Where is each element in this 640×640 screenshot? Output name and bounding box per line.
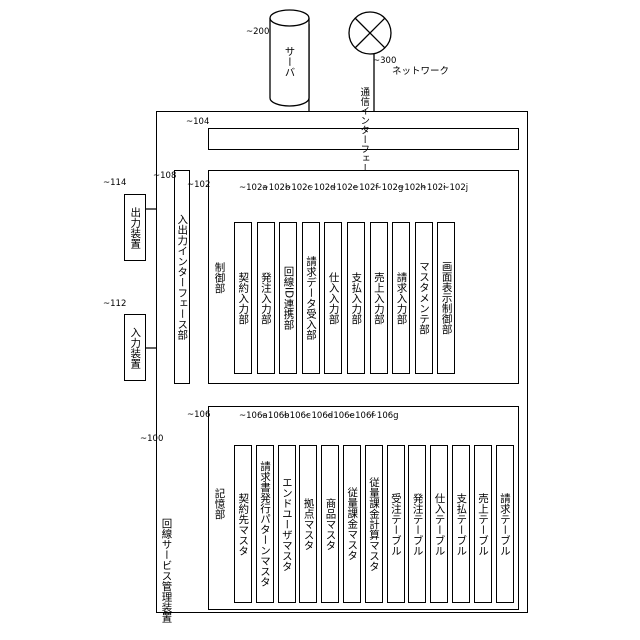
control-unit-box: 請求データ受入部 (302, 222, 320, 374)
output-device-box: 出力装置 (124, 194, 146, 261)
storage-unit-label: 発注テーブル (412, 493, 423, 556)
control-unit-box: 契約入力部 (234, 222, 252, 374)
input-device-label: 入力装置 (130, 327, 141, 369)
storage-unit-box: 支払テーブル (452, 445, 470, 603)
control-unit-label: マスタメンテ部 (419, 261, 430, 335)
communication-interface-box: 通信インターフェース部 (208, 128, 519, 150)
storage-unit-box: 商品マスタ (321, 445, 339, 603)
control-unit-label: 仕入入力部 (328, 272, 339, 325)
storage-unit-label: 商品マスタ (325, 498, 336, 551)
output-device-ref: ~114 (103, 179, 126, 188)
storage-unit-box: 請求テーブル (496, 445, 514, 603)
control-unit-box: 画面表示制御部 (437, 222, 455, 374)
input-device-box: 入力装置 (124, 314, 146, 381)
storage-unit-box: 売上テーブル (474, 445, 492, 603)
input-device-ref: ~112 (103, 300, 126, 309)
storage-unit-box: 契約先マスタ (234, 445, 252, 603)
storage-unit-box: 受注テーブル (387, 445, 405, 603)
storage-section-label: 記憶部 (214, 488, 225, 520)
control-unit-label: 支払入力部 (351, 272, 362, 325)
storage-unit-box: エンドユーザマスタ (278, 445, 296, 603)
io-interface-label: 入出力インターフェース部 (177, 214, 188, 340)
storage-unit-label: 支払テーブル (456, 493, 467, 556)
storage-unit-label: 受注テーブル (390, 493, 401, 556)
control-unit-label: 請求入力部 (396, 272, 407, 325)
storage-unit-label: 請求書発行パターンマスタ (260, 461, 271, 587)
control-unit-box: 支払入力部 (347, 222, 365, 374)
storage-unit-label: 契約先マスタ (238, 493, 249, 556)
storage-unit-label: 従量課金計算マスタ (369, 477, 380, 572)
output-device-label: 出力装置 (130, 207, 141, 249)
network-label: ネットワーク (392, 67, 449, 77)
control-unit-label: 契約入力部 (238, 272, 249, 325)
network-ref: ~300 (373, 57, 396, 66)
storage-unit-box: 従量課金マスタ (343, 445, 361, 603)
control-section-ref: ~102 (187, 181, 210, 190)
control-unit-box: 仕入入力部 (324, 222, 342, 374)
storage-unit-label: 従量課金マスタ (347, 487, 358, 561)
control-unit-box: マスタメンテ部 (415, 222, 433, 374)
storage-section-ref: ~106 (187, 411, 210, 420)
control-unit-label: 発注入力部 (260, 272, 271, 325)
storage-unit-box: 仕入テーブル (430, 445, 448, 603)
control-unit-box: 請求入力部 (392, 222, 410, 374)
storage-unit-box: 従量課金計算マスタ (365, 445, 383, 603)
management-device-label: 回線サービス管理装置 (161, 518, 172, 623)
storage-unit-label: 仕入テーブル (434, 493, 445, 556)
io-interface-ref: ~108 (153, 172, 176, 181)
control-section-label: 制御部 (214, 262, 225, 294)
storage-unit-ref: ~106g (370, 412, 399, 421)
communication-interface-ref: ~104 (186, 118, 209, 127)
control-unit-label: 画面表示制御部 (441, 261, 452, 335)
storage-unit-label: 拠点マスタ (303, 498, 314, 551)
control-unit-box: 売上入力部 (370, 222, 388, 374)
control-unit-label: 請求データ受入部 (306, 256, 317, 340)
control-unit-box: 発注入力部 (257, 222, 275, 374)
control-unit-ref: ~102j (442, 184, 468, 193)
storage-unit-label: 請求テーブル (499, 493, 510, 556)
storage-unit-label: エンドユーザマスタ (281, 477, 292, 572)
storage-unit-label: 売上テーブル (478, 493, 489, 556)
control-unit-label: 回線ID連携部 (283, 266, 294, 330)
storage-unit-box: 発注テーブル (408, 445, 426, 603)
control-unit-label: 売上入力部 (373, 272, 384, 325)
management-device-ref: ~100 (140, 435, 163, 444)
storage-section-box (208, 406, 519, 610)
io-interface-box: 入出力インターフェース部 (174, 170, 190, 384)
storage-unit-box: 拠点マスタ (299, 445, 317, 603)
storage-unit-box: 請求書発行パターンマスタ (256, 445, 274, 603)
control-unit-box: 回線ID連携部 (279, 222, 297, 374)
